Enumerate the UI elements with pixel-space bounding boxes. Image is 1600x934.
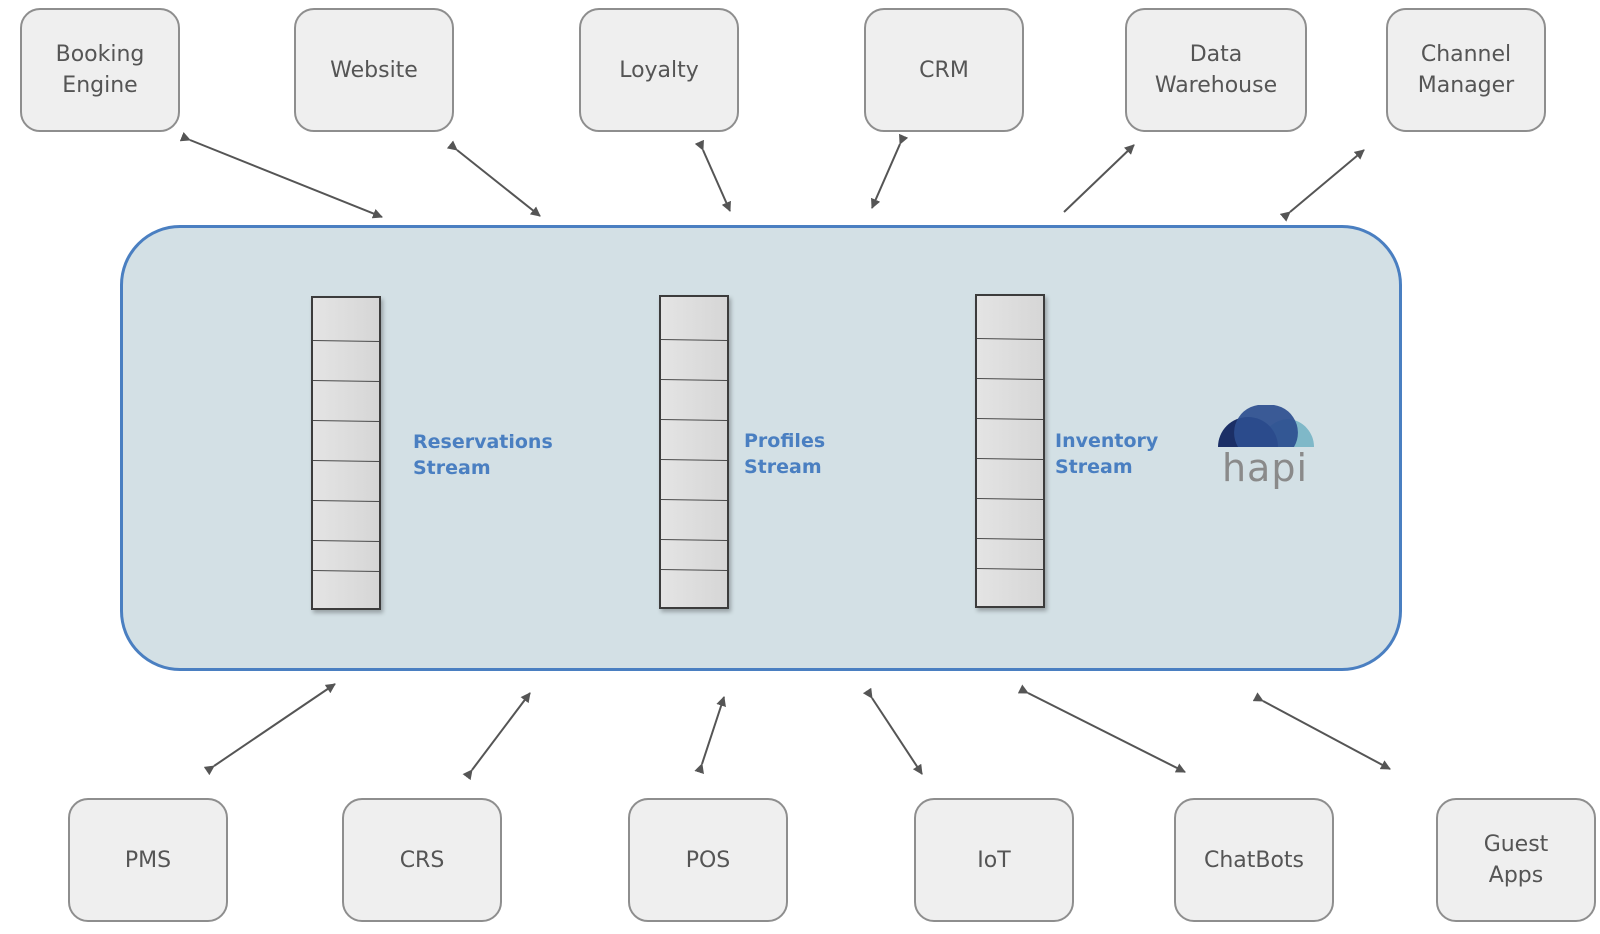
arrow-loyalty-bidirectional bbox=[694, 139, 731, 212]
arrow-channel-manager-bidirectional bbox=[1279, 149, 1365, 222]
system-box-loyalty: Loyalty bbox=[579, 8, 739, 132]
inventory-stream-queue bbox=[975, 294, 1045, 608]
hapi-logo: hapi bbox=[1218, 405, 1314, 497]
system-box-channel-manager: Channel Manager bbox=[1386, 8, 1546, 132]
reservations-stream-label: Reservations Stream bbox=[413, 431, 553, 479]
arrow-pms-bidirectional bbox=[203, 683, 336, 776]
arrow-data-warehouse-outbound bbox=[1063, 144, 1135, 213]
system-box-pms: PMS bbox=[68, 798, 228, 922]
system-box-booking-engine: Booking Engine bbox=[20, 8, 180, 132]
system-box-chatbots: ChatBots bbox=[1174, 798, 1334, 922]
system-box-guest-apps: Guest Apps bbox=[1436, 798, 1596, 922]
arrow-website-bidirectional bbox=[446, 140, 541, 217]
hapi-logo-text: hapi bbox=[1221, 446, 1309, 490]
system-box-data-warehouse: Data Warehouse bbox=[1125, 8, 1307, 132]
inventory-stream-label: Inventory Stream bbox=[1055, 430, 1159, 478]
hapi-logo-mark bbox=[1218, 405, 1314, 447]
arrow-crm-bidirectional bbox=[871, 133, 909, 209]
system-box-crm: CRM bbox=[864, 8, 1024, 132]
reservations-stream-queue bbox=[311, 296, 381, 610]
arrow-pos-bidirectional bbox=[694, 696, 726, 775]
profiles-stream-label: Profiles Stream bbox=[744, 430, 826, 478]
system-box-website: Website bbox=[294, 8, 454, 132]
arrow-iot-bidirectional bbox=[862, 687, 923, 775]
system-box-iot: IoT bbox=[914, 798, 1074, 922]
arrow-chatbots-bidirectional bbox=[1017, 684, 1186, 773]
system-box-crs: CRS bbox=[342, 798, 502, 922]
event-stream-hub: Reservations Stream Profiles Stream Inve… bbox=[120, 225, 1402, 671]
arrow-guest-apps-bidirectional bbox=[1252, 692, 1391, 770]
arrow-booking-engine-bidirectional bbox=[179, 132, 383, 219]
arrow-crs-bidirectional bbox=[462, 692, 531, 781]
system-box-pos: POS bbox=[628, 798, 788, 922]
profiles-stream-queue bbox=[659, 295, 729, 609]
